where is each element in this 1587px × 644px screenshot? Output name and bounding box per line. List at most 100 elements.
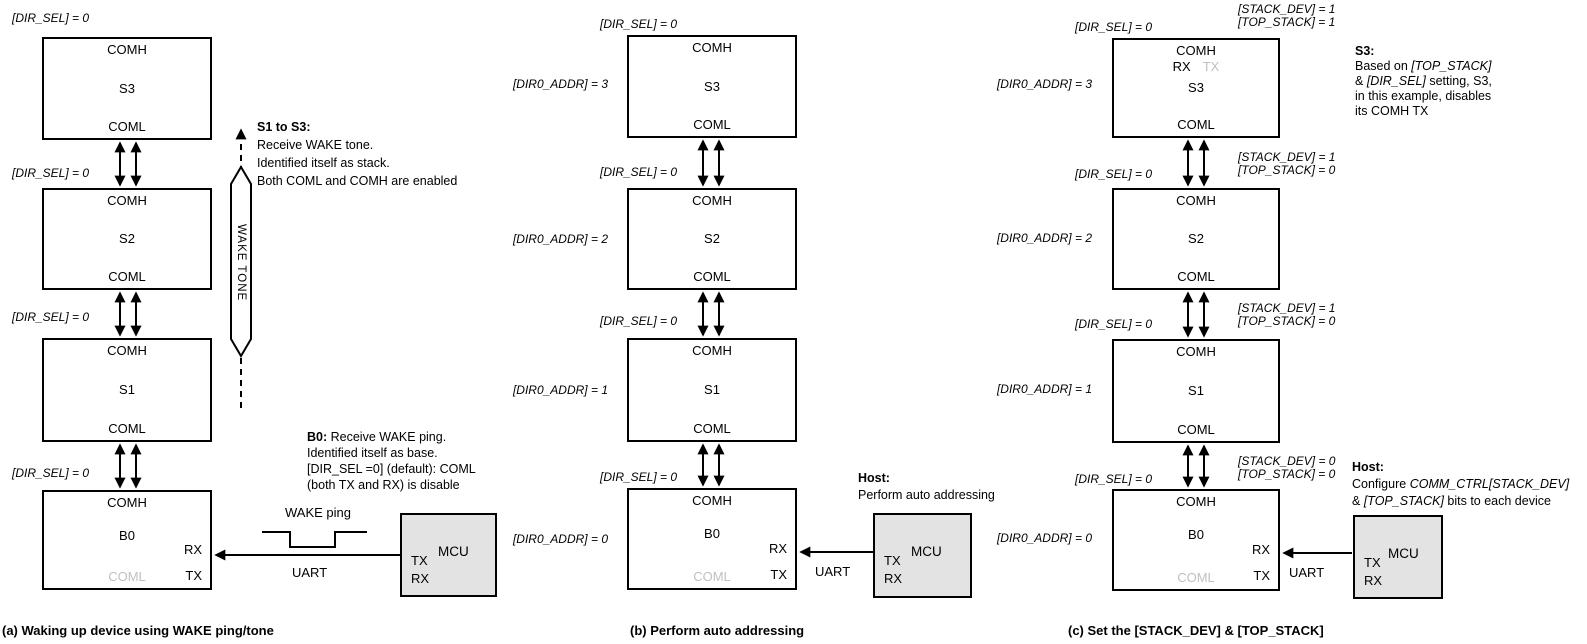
comh-port: COMH: [692, 493, 732, 508]
stack-dev-label-c-3: [STACK_DEV] = 0: [1238, 454, 1336, 468]
stack-dev-label-c-2: [STACK_DEV] = 1: [1238, 301, 1336, 315]
coml-port-disabled: COML: [693, 569, 731, 584]
host-note-c: Host: Configure COMM_CTRL[STACK_DEV] & […: [1352, 460, 1570, 508]
stack-dev-label-c-1: [STACK_DEV] = 1: [1238, 150, 1336, 164]
device-box-c-s3: COMH RX TX S3 COML: [1112, 38, 1280, 138]
device-name: B0: [1188, 527, 1204, 542]
device-name: S3: [1188, 80, 1204, 95]
top-stack-label-c-0: [TOP_STACK] = 1: [1238, 15, 1336, 29]
device-box-c-b0: COMH B0 RX TX COML: [1112, 489, 1280, 591]
device-box-c-s1: COMH S1 COML: [1112, 339, 1280, 443]
wake-ping-label: WAKE ping: [285, 505, 351, 520]
mcu-rx-port: RX: [1364, 573, 1383, 588]
comh-port: COMH: [107, 193, 147, 208]
coml-port: COML: [693, 117, 731, 132]
stack-devices-note-a: S1 to S3: Receive WAKE tone. Identified …: [257, 120, 458, 188]
device-name: S2: [119, 231, 135, 246]
dir0-addr-label-c-s2: [DIR0_ADDR] = 2: [996, 231, 1092, 245]
comh-port: COMH: [692, 343, 732, 358]
device-box-a-s2: COMH S2 COML: [42, 188, 212, 290]
dir0-addr-label-c-b0: [DIR0_ADDR] = 0: [996, 531, 1092, 545]
dir-sel-label-a-s3: [DIR_SEL] = 0: [12, 11, 90, 25]
coml-port: COML: [1177, 422, 1215, 437]
comh-port: COMH: [1176, 494, 1216, 509]
mcu-rx-port: RX: [411, 571, 430, 586]
top-stack-label-c-3: [TOP_STACK] = 0: [1238, 467, 1336, 481]
rx-port: RX: [1172, 59, 1191, 74]
device-name: S2: [1188, 231, 1204, 246]
dir0-addr-label-b-s1: [DIR0_ADDR] = 1: [512, 383, 608, 397]
dir0-addr-label-c-s3: [DIR0_ADDR] = 3: [996, 77, 1092, 91]
coml-port-disabled: COML: [108, 569, 146, 584]
uart-label-c: UART: [1289, 565, 1325, 580]
tx-port: TX: [185, 568, 202, 583]
rx-port: RX: [768, 541, 787, 556]
tx-port-disabled: TX: [1202, 59, 1220, 74]
s3-note-c: S3: Based on [TOP_STACK] & [DIR_SEL] set…: [1355, 44, 1492, 118]
device-box-b-s2: COMH S2 COML: [627, 188, 797, 290]
device-box-c-s2: COMH S2 COML: [1112, 188, 1280, 290]
mcu-label: MCU: [1388, 546, 1419, 561]
mcu-box-b: MCU TX RX: [873, 513, 972, 598]
wake-ping-waveform: [262, 531, 367, 548]
coml-port: COML: [1177, 117, 1215, 132]
device-name: B0: [704, 526, 720, 541]
mcu-tx-port: TX: [884, 553, 901, 568]
mcu-box-a: MCU TX RX: [400, 513, 497, 597]
dir0-addr-label-b-b0: [DIR0_ADDR] = 0: [512, 532, 608, 546]
comh-port: COMH: [107, 343, 147, 358]
wake-tone-label: WAKE TONE: [235, 224, 247, 302]
mcu-label: MCU: [438, 544, 469, 559]
device-box-b-s1: COMH S1 COML: [627, 338, 797, 442]
caption-a: (a) Waking up device using WAKE ping/ton…: [2, 623, 274, 638]
comh-port: COMH: [107, 42, 147, 57]
comh-port: COMH: [692, 40, 732, 55]
rx-port: RX: [183, 542, 202, 557]
uart-label-a: UART: [292, 565, 328, 580]
top-stack-label-c-1: [TOP_STACK] = 0: [1238, 163, 1336, 177]
dir-sel-label-b-s1: [DIR_SEL] = 0: [600, 314, 678, 328]
device-name: S1: [1188, 383, 1204, 398]
dir-sel-label-a-s2: [DIR_SEL] = 0: [12, 166, 90, 180]
dir-sel-label-c-s2: [DIR_SEL] = 0: [1075, 167, 1153, 181]
device-name: S3: [704, 78, 720, 94]
mcu-tx-port: TX: [411, 553, 428, 568]
tx-port: TX: [770, 567, 787, 582]
mcu-rx-port: RX: [884, 571, 903, 586]
comh-port: COMH: [1176, 344, 1216, 359]
uart-label-b: UART: [815, 564, 851, 579]
comh-port: COMH: [692, 193, 732, 208]
dir-sel-label-a-s1: [DIR_SEL] = 0: [12, 310, 90, 324]
mcu-box-c: MCU TX RX: [1353, 515, 1443, 599]
dir-sel-label-c-s3: [DIR_SEL] = 0: [1075, 20, 1153, 34]
caption-c: (c) Set the [STACK_DEV] & [TOP_STACK]: [1068, 623, 1324, 638]
comh-port: COMH: [1176, 193, 1216, 208]
caption-b: (b) Perform auto addressing: [630, 623, 805, 638]
b0-note-a: B0: Receive WAKE ping. Identified itself…: [307, 430, 476, 492]
coml-port: COML: [693, 269, 731, 284]
stack-dev-label-c-0: [STACK_DEV] = 1: [1238, 2, 1336, 16]
device-box-b-b0: COMH B0 RX TX COML: [627, 488, 797, 590]
coml-port: COML: [1177, 269, 1215, 284]
coml-port: COML: [108, 269, 146, 284]
device-name: S2: [704, 231, 720, 246]
device-box-b-s3: COMH S3 COML: [627, 35, 797, 138]
dir-sel-label-b-b0: [DIR_SEL] = 0: [600, 470, 678, 484]
dir-sel-label-c-b0: [DIR_SEL] = 0: [1075, 472, 1153, 486]
rx-port: RX: [1251, 542, 1270, 557]
coml-port-disabled: COML: [1177, 570, 1215, 585]
coml-port: COML: [693, 421, 731, 436]
tx-port: TX: [1253, 568, 1270, 583]
device-box-a-s3: COMH S3 COML: [42, 37, 212, 140]
device-box-a-b0: COMH B0 RX TX COML: [42, 490, 212, 590]
dir-sel-label-c-s1: [DIR_SEL] = 0: [1075, 317, 1153, 331]
comh-port: COMH: [1176, 43, 1216, 58]
dir0-addr-label-b-s2: [DIR0_ADDR] = 2: [512, 232, 608, 246]
device-name: S3: [119, 80, 135, 96]
top-stack-label-c-2: [TOP_STACK] = 0: [1238, 314, 1336, 328]
mcu-label: MCU: [911, 544, 942, 559]
dir-sel-label-b-s2: [DIR_SEL] = 0: [600, 165, 678, 179]
coml-port: COML: [108, 119, 146, 134]
comh-port: COMH: [107, 495, 147, 510]
